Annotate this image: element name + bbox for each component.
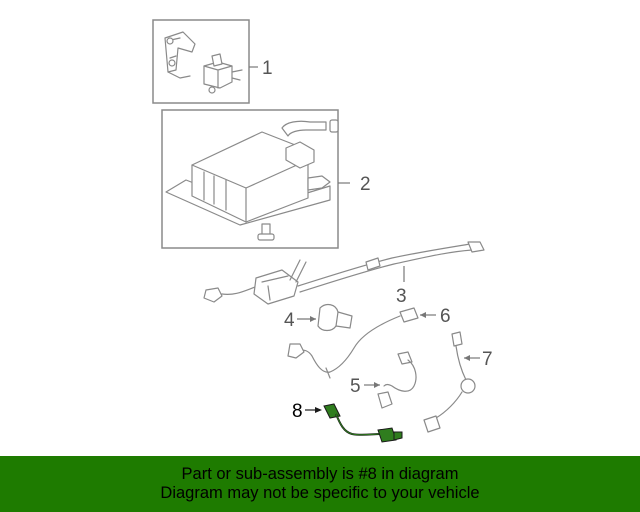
part-8-arrowhead xyxy=(315,407,322,413)
part-3-hose-illustration xyxy=(203,241,485,305)
part-6-arrowhead xyxy=(420,312,426,318)
part-8-group[interactable]: 8 xyxy=(292,401,403,443)
part-4-sensor-illustration xyxy=(317,303,353,332)
part-6-sensor-illustration xyxy=(287,307,419,379)
part-1-bracket-illustration xyxy=(164,31,243,94)
callout-7-label: 7 xyxy=(482,349,493,370)
callout-5-label: 5 xyxy=(350,376,361,397)
part-5-group[interactable]: 5 xyxy=(350,351,417,409)
info-banner: Part or sub-assembly is #8 in diagram Di… xyxy=(0,456,640,512)
callout-4-label: 4 xyxy=(284,310,295,331)
part-2-canister-illustration xyxy=(165,119,339,241)
callout-8-label: 8 xyxy=(292,401,303,422)
callout-3-label: 3 xyxy=(396,286,407,307)
part-7-sensor-illustration xyxy=(423,331,476,433)
part-5-arrowhead xyxy=(374,382,380,388)
callout-6-label: 6 xyxy=(440,306,451,327)
part-4-group[interactable]: 4 xyxy=(284,303,353,332)
part-6-group[interactable]: 6 xyxy=(287,306,451,379)
part-2-group[interactable]: 2 xyxy=(161,109,371,249)
part-7-arrowhead xyxy=(464,355,470,361)
part-1-box xyxy=(152,19,250,104)
banner-line-part-info: Part or sub-assembly is #8 in diagram xyxy=(181,465,459,483)
part-2-box xyxy=(161,109,339,249)
part-5-sensor-illustration xyxy=(377,351,417,409)
part-4-arrowhead xyxy=(310,316,316,322)
part-1-group[interactable]: 1 xyxy=(152,19,273,104)
callout-1-label: 1 xyxy=(262,58,273,79)
part-3-group[interactable]: 3 xyxy=(203,241,485,307)
callout-2-label: 2 xyxy=(360,174,371,195)
banner-line-disclaimer: Diagram may not be specific to your vehi… xyxy=(160,484,480,502)
parts-diagram: 1 2 xyxy=(152,19,493,443)
part-8-sensor-illustration xyxy=(323,403,403,443)
part-7-group[interactable]: 7 xyxy=(423,331,493,433)
